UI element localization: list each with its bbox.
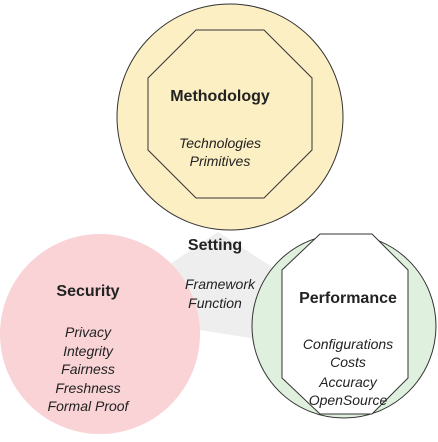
performance-item: OpenSource [309,392,388,408]
performance-item: Costs [330,354,366,370]
security-title: Security [56,283,119,300]
performance-title: Performance [299,290,397,307]
methodology-item: Technologies [179,135,261,151]
setting-item: Framework [185,276,256,292]
performance-item: Accuracy [318,374,378,390]
setting-item: Function [188,295,242,311]
methodology-title: Methodology [170,88,270,105]
methodology-item: Primitives [190,153,251,169]
security-item: Fairness [61,361,115,377]
performance-item: Configurations [303,336,393,352]
security-item: Formal Proof [48,398,131,414]
methodology-octagon-outline [147,29,313,199]
security-item: Privacy [65,324,112,340]
performance-octagon [281,233,409,415]
security-item: Integrity [63,343,114,359]
methodology-circle [116,3,344,231]
security-circle [0,234,200,434]
security-item: Freshness [55,380,120,396]
setting-title: Setting [188,237,242,254]
